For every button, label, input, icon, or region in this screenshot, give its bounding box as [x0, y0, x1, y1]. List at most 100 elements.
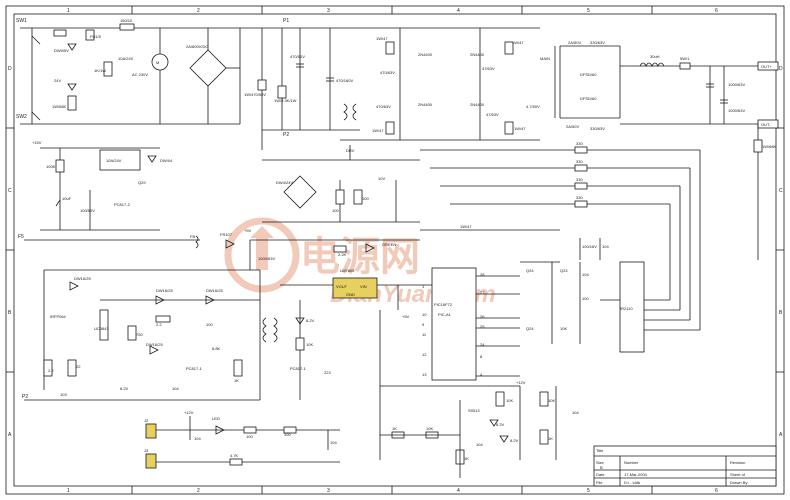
- p2-label: P2: [283, 132, 289, 138]
- c20-label: 104: [476, 442, 483, 447]
- cap1-label: 1W/470/50V: [244, 92, 266, 97]
- zd1-label: 8.2V: [306, 318, 315, 323]
- aux-bridge: DW4/24V 100 100 10V: [262, 159, 420, 223]
- r22-label: 1K: [548, 436, 553, 441]
- f5-label: F5: [18, 234, 24, 240]
- sw2-label: SW2: [16, 114, 27, 120]
- row-label-a: A: [8, 432, 12, 438]
- sw1-label: SW1: [16, 18, 27, 24]
- c13-label: 100: [332, 208, 339, 213]
- ic-pin27: 27: [480, 290, 485, 295]
- date-value: 17-Mar-2004: [624, 472, 648, 477]
- revision-label: Revision: [730, 460, 745, 465]
- regulator-section: F5 FB FR107 1000/63V +5V GREEN 2.2K 1W/4…: [18, 224, 609, 270]
- r20-label: 10K: [426, 426, 433, 431]
- d3-label: DFSD/60: [580, 96, 597, 101]
- ic-pin9: 9: [422, 322, 425, 327]
- c16-label: 100/16V: [582, 244, 597, 249]
- rl-label: 10A/24V: [118, 56, 134, 61]
- r31-label: 2.2: [156, 322, 162, 327]
- ic-pin25: 25: [480, 324, 485, 329]
- c1-label: 470/50V: [290, 54, 305, 59]
- q4-label: PC817-2: [114, 202, 131, 207]
- q1-label: 2N4400: [418, 52, 433, 57]
- ic-pin26: 26: [480, 314, 485, 319]
- ac-label: AC 230V: [132, 72, 148, 77]
- q1b-label: 2N4400: [418, 102, 433, 107]
- title-block: Title Size B Number Revision Date 17-Mar…: [593, 445, 777, 487]
- green-label: GREEN: [382, 242, 396, 247]
- plus15-label: +15V: [32, 140, 42, 145]
- c23-label: 104: [330, 440, 337, 445]
- r10-label: 100: [362, 196, 369, 201]
- drive-transformer: DRV: [343, 103, 357, 160]
- c14-label: 10V: [378, 176, 385, 181]
- bridge-label: 2A/600V/DO: [186, 44, 208, 49]
- r16-label: 100: [582, 296, 589, 301]
- q6-label: Q24: [560, 268, 568, 273]
- dw9-label: DW9/5V: [54, 48, 69, 53]
- d6b-label: DW16/25: [146, 342, 163, 347]
- feedback-section: DW16/25 IRFP064 DW16/25 DW16/25 2.2 100 …: [22, 269, 278, 401]
- q10-label: IRFP064: [50, 314, 67, 319]
- d6-label: DW16/25: [74, 276, 91, 281]
- c26-label: 100: [206, 322, 213, 327]
- file-value: D:\...\ddb: [624, 480, 641, 485]
- col-label-1: 1: [67, 8, 70, 14]
- title-label: Title: [596, 448, 604, 453]
- col-label-2-bottom: 2: [197, 488, 200, 494]
- out-minus-label: OUT-: [761, 122, 771, 127]
- c5-label: 47/63V: [482, 66, 495, 71]
- r33-label: 22: [76, 364, 81, 369]
- row-label-c-right: C: [779, 188, 783, 194]
- t1-label: MAIN: [540, 56, 550, 61]
- c12-label: 100/50V: [80, 208, 95, 213]
- j2-label: J2: [144, 418, 149, 423]
- r2-label: 150/10: [120, 18, 133, 23]
- c17-label: 104: [602, 244, 609, 249]
- d1-label: 2A/50V: [568, 40, 581, 45]
- ic-pin13: 13: [422, 372, 427, 377]
- vout-label: VOUT: [336, 284, 348, 289]
- r36-label: 330: [576, 177, 583, 182]
- col-label-5: 5: [587, 8, 590, 14]
- c7-label: 330/63V: [590, 40, 605, 45]
- ic-pin12: 12: [422, 352, 427, 357]
- number-label: Number: [624, 460, 639, 465]
- zd2-label: 8.2V: [496, 422, 505, 427]
- dw4-label: DW4/24V: [276, 180, 293, 185]
- ic-pin1: 1: [422, 284, 425, 289]
- row-label-a-right: A: [779, 432, 783, 438]
- size-value: B: [600, 465, 603, 470]
- ic-pin24: 24: [480, 342, 485, 347]
- c3-label: 470/160V: [336, 78, 353, 83]
- plus5-label: +5V: [244, 228, 252, 233]
- row-label-d: D: [8, 66, 12, 72]
- c22-label: 104: [194, 436, 201, 441]
- watermark-cn: 电源网: [300, 234, 420, 280]
- date-label: Date: [596, 472, 605, 477]
- icpart-label: PIC-A1: [438, 312, 452, 317]
- plus12b-label: +12V: [184, 410, 194, 415]
- r3-label: 1K/1W: [94, 68, 106, 73]
- d2-label: DFSD/60: [580, 72, 597, 77]
- r35-label: 330: [576, 159, 583, 164]
- col-label-6-bottom: 6: [715, 488, 718, 494]
- r6-label: 1W/47: [512, 40, 524, 45]
- ic-pin8: 8: [480, 354, 483, 359]
- ic-pin10: 10: [422, 312, 427, 317]
- r7-label: 5W/1: [680, 56, 690, 61]
- r32-label: 750: [136, 332, 143, 337]
- r24-label: 4.7K: [230, 453, 239, 458]
- c9-label: 1000/63V: [728, 82, 745, 87]
- r14-label: 10K: [548, 398, 555, 403]
- fu1-label: FU1/5: [90, 34, 102, 39]
- cx-label: 1000/63V: [258, 256, 275, 261]
- c5b-label: 47/63V: [486, 112, 499, 117]
- d5-label: FR107: [220, 232, 233, 237]
- c18-label: 223: [324, 370, 331, 375]
- r11-label: 2.2K: [338, 252, 347, 257]
- ic2-label: UC3843: [94, 326, 109, 331]
- q3-label: Q29: [138, 180, 146, 185]
